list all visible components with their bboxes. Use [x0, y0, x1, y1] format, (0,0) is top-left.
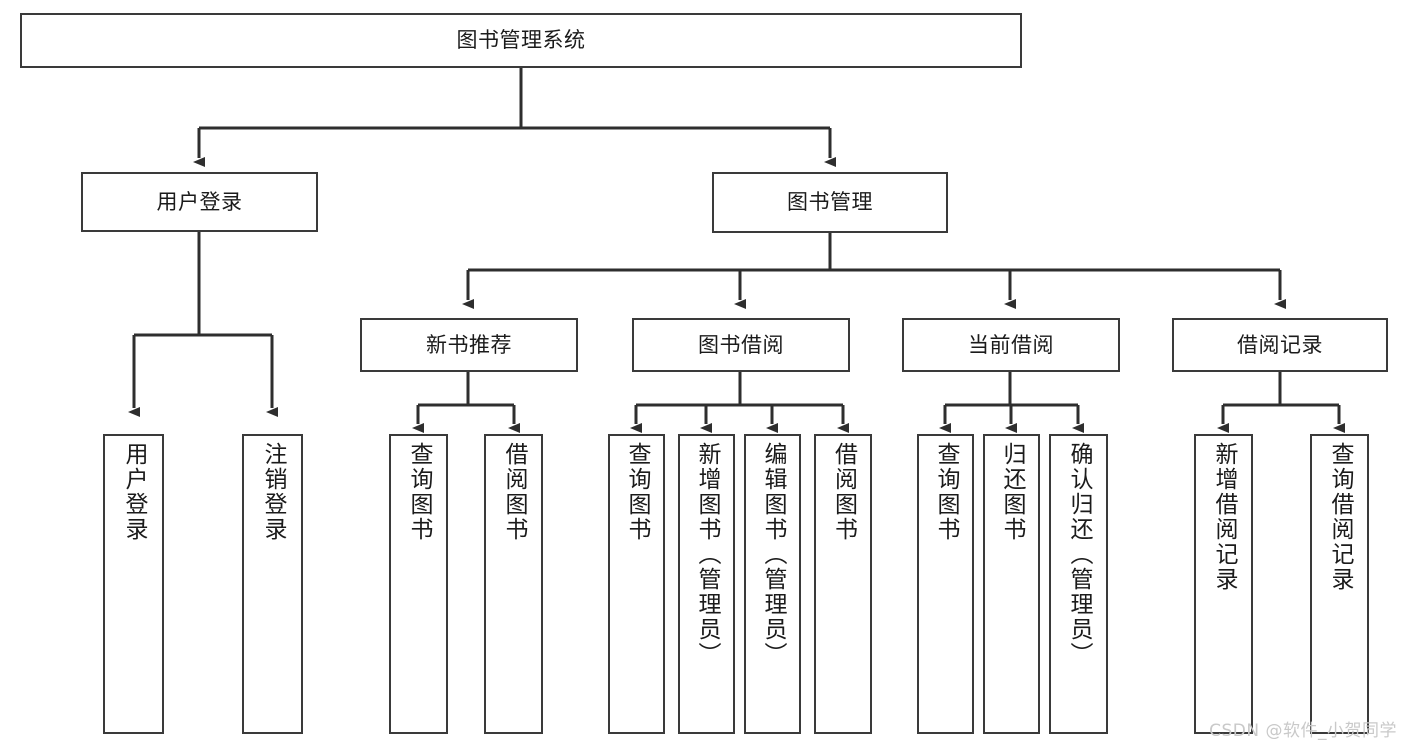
node-label: 新增图书（管理员） — [694, 442, 720, 667]
node-label: 借阅图书 — [501, 442, 527, 542]
node-label: 查询图书 — [933, 442, 959, 542]
leaf-query-book-current[interactable]: 查询图书 — [917, 434, 974, 734]
leaf-query-book-borrow[interactable]: 查询图书 — [608, 434, 665, 734]
node-current-borrow[interactable]: 当前借阅 — [902, 318, 1120, 372]
node-label: 查询图书 — [406, 442, 432, 542]
node-book-borrow[interactable]: 图书借阅 — [632, 318, 850, 372]
node-label: 确认归还（管理员） — [1066, 442, 1092, 667]
leaf-add-borrow-record[interactable]: 新增借阅记录 — [1194, 434, 1253, 734]
node-label: 借阅图书 — [830, 442, 857, 542]
leaf-query-book-recommend[interactable]: 查询图书 — [389, 434, 448, 734]
node-root-book-management-system[interactable]: 图书管理系统 — [20, 13, 1022, 68]
leaf-user-login[interactable]: 用户登录 — [103, 434, 164, 734]
node-label: 借阅记录 — [1237, 332, 1323, 357]
node-borrow-record[interactable]: 借阅记录 — [1172, 318, 1388, 372]
node-label: 查询图书 — [624, 442, 650, 542]
leaf-query-borrow-record[interactable]: 查询借阅记录 — [1310, 434, 1369, 734]
node-label: 新书推荐 — [426, 332, 512, 357]
watermark: CSDN @软件_小贺同学 — [1209, 721, 1397, 741]
node-label: 编辑图书（管理员） — [760, 442, 786, 667]
node-label: 图书借阅 — [698, 332, 784, 357]
leaf-borrow-book-recommend[interactable]: 借阅图书 — [484, 434, 543, 734]
node-label: 注销登录 — [260, 442, 286, 542]
leaf-add-book-admin[interactable]: 新增图书（管理员） — [678, 434, 735, 734]
node-label: 用户登录 — [121, 442, 147, 542]
leaf-borrow-book[interactable]: 借阅图书 — [814, 434, 872, 734]
leaf-logout-login[interactable]: 注销登录 — [242, 434, 303, 734]
node-label: 图书管理系统 — [456, 28, 586, 53]
node-book-management[interactable]: 图书管理 — [712, 172, 948, 233]
node-new-book-recommend[interactable]: 新书推荐 — [360, 318, 578, 372]
node-user-login[interactable]: 用户登录 — [81, 172, 318, 232]
node-label: 查询借阅记录 — [1327, 442, 1353, 592]
node-label: 新增借阅记录 — [1211, 442, 1237, 592]
node-label: 当前借阅 — [968, 332, 1054, 357]
leaf-confirm-return-admin[interactable]: 确认归还（管理员） — [1049, 434, 1108, 734]
leaf-edit-book-admin[interactable]: 编辑图书（管理员） — [744, 434, 801, 734]
node-label: 图书管理 — [787, 190, 873, 215]
node-label: 归还图书 — [999, 442, 1025, 542]
leaf-return-book[interactable]: 归还图书 — [983, 434, 1040, 734]
node-label: 用户登录 — [156, 189, 243, 214]
